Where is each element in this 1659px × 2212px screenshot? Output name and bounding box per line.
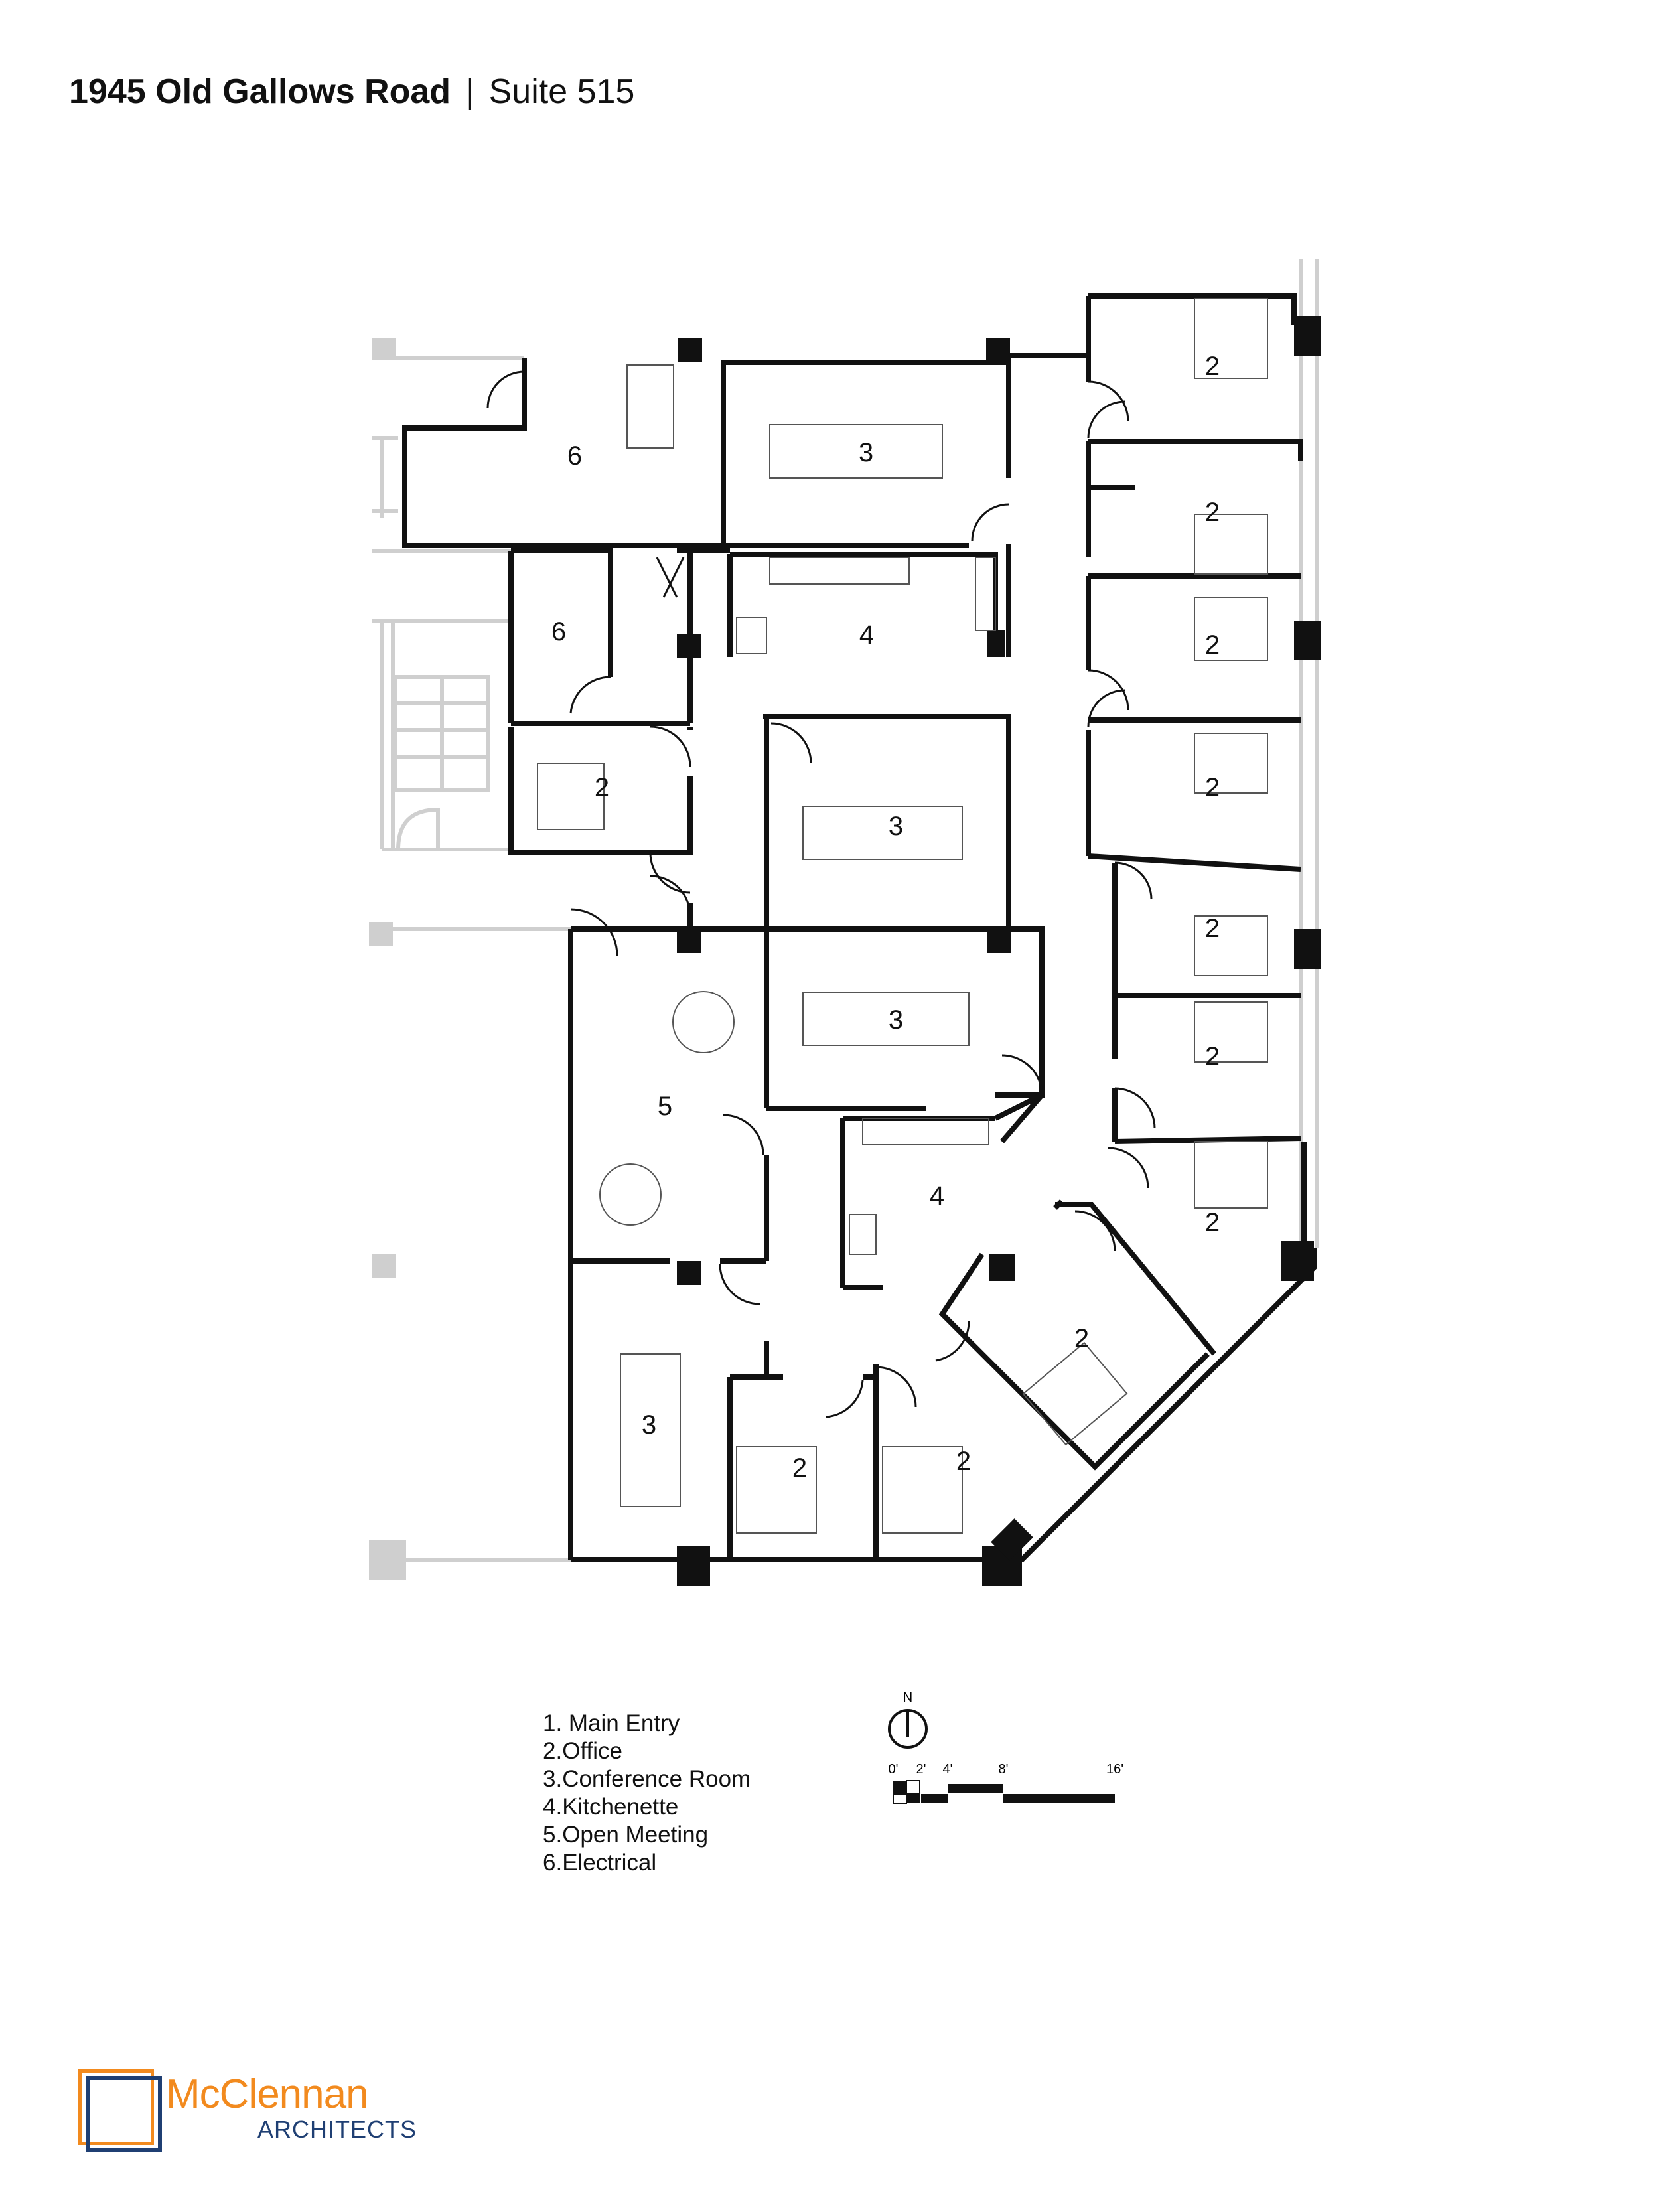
room-label-office-right-2: 2 [1205,498,1220,527]
room-label-office-right-5: 2 [1205,914,1220,943]
scale-tick-4: 4' [943,1762,953,1777]
title-address: 1945 Old Gallows Road [69,72,451,111]
room-label-office-right-6: 2 [1205,1042,1220,1071]
title-separator: | [465,72,474,111]
legend-item-kitchenette: 4.Kitchenette [543,1794,679,1820]
room-label-electrical-small: 6 [551,617,566,646]
room-label-office-bottom-2: 2 [956,1447,971,1476]
room-label-conference-mid: 3 [889,812,903,841]
room-label-office-angled: 2 [1074,1324,1089,1353]
scale-tick-16: 16' [1106,1762,1123,1777]
columns [677,316,1321,1586]
legend-item-office: 2.Office [543,1738,622,1764]
room-labels: 6 3 6 4 2 3 3 5 4 3 2 2 2 2 2 2 2 2 2 2 [551,352,1220,1483]
legend-item-main-entry: 1. Main Entry [543,1710,680,1736]
room-label-office-right-3: 2 [1205,630,1220,660]
legend-item-conference-room: 3.Conference Room [543,1766,751,1792]
room-label-office-left: 2 [595,773,609,802]
page-title: 1945 Old Gallows Road | Suite 515 [69,72,634,111]
logo-name: McClennan [166,2071,369,2117]
furniture [537,298,1268,1534]
room-label-office-right-1: 2 [1205,352,1220,381]
logo-square-navy [86,2076,162,2152]
north-label: N [903,1690,912,1705]
room-label-conference-lower: 3 [889,1005,903,1035]
title-suite: Suite 515 [488,72,635,111]
room-label-kitchenette-top: 4 [859,621,874,650]
room-label-open-meeting: 5 [658,1092,672,1121]
context-building [369,259,1319,1580]
room-label-office-bottom-1: 2 [792,1453,807,1483]
scale-bar: 0' 2' 4' 8' 16' [889,1762,1123,1804]
room-label-conference-bottom: 3 [642,1410,656,1439]
room-label-office-right-7: 2 [1205,1208,1220,1237]
room-label-kitchenette-lower: 4 [930,1181,944,1211]
legend-item-open-meeting: 5.Open Meeting [543,1822,709,1848]
scale-tick-8: 8' [999,1762,1009,1777]
north-arrow: N [888,1690,928,1749]
room-label-electrical-top: 6 [567,441,582,471]
scale-tick-0: 0' [889,1762,899,1777]
scale-tick-2: 2' [916,1762,926,1777]
logo-square-orange [78,2069,154,2145]
room-label-office-right-4: 2 [1205,773,1220,802]
doors [486,370,1156,1418]
legend-item-electrical: 6.Electrical [543,1850,657,1876]
company-logo: McClennan ARCHITECTS [78,2069,423,2156]
legend: 1. Main Entry 2.Office 3.Conference Room… [543,1710,751,1877]
logo-subtitle: ARCHITECTS [257,2116,417,2143]
room-label-conference-top: 3 [859,438,873,467]
